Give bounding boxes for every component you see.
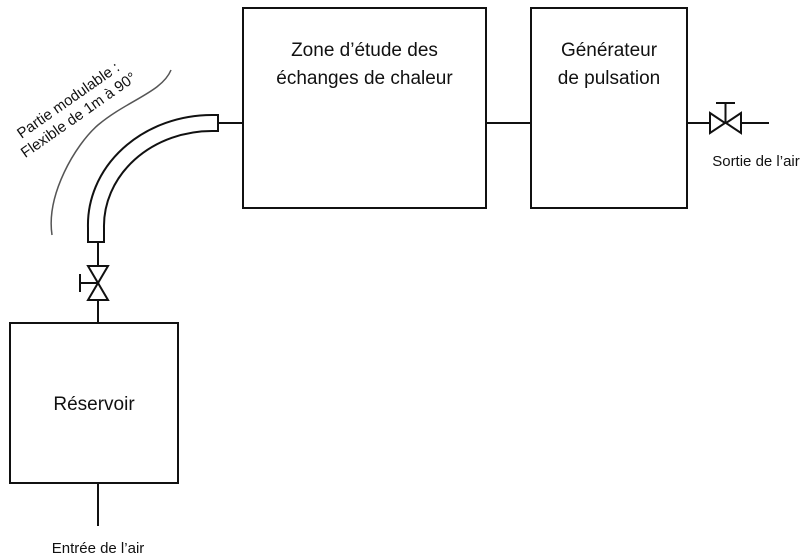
pulse-generator-box: Générateur de pulsation (530, 7, 688, 209)
reservoir-label: Réservoir (53, 394, 135, 415)
flexible-annotation-curve (50, 69, 172, 236)
outlet-valve-icon (709, 102, 742, 135)
zone-label-line-1: Zone d’étude des (291, 40, 438, 61)
air-outlet-label: Sortie de l’air (712, 153, 800, 170)
air-inlet-label: Entrée de l’air (52, 540, 145, 557)
flexible-annotation-text: Partie modulable : Flexible de 1m à 90° (14, 59, 140, 162)
zone-label-line-2: échanges de chaleur (276, 68, 453, 89)
reservoir-box: Réservoir (9, 322, 179, 484)
generator-label-line-2: de pulsation (558, 68, 660, 89)
generator-label-line-1: Générateur (561, 40, 658, 61)
heat-exchange-zone-box: Zone d’étude des échanges de chaleur (242, 7, 487, 209)
pipes (97, 122, 769, 526)
flexible-hose (86, 114, 219, 243)
inlet-valve-icon (79, 265, 110, 301)
